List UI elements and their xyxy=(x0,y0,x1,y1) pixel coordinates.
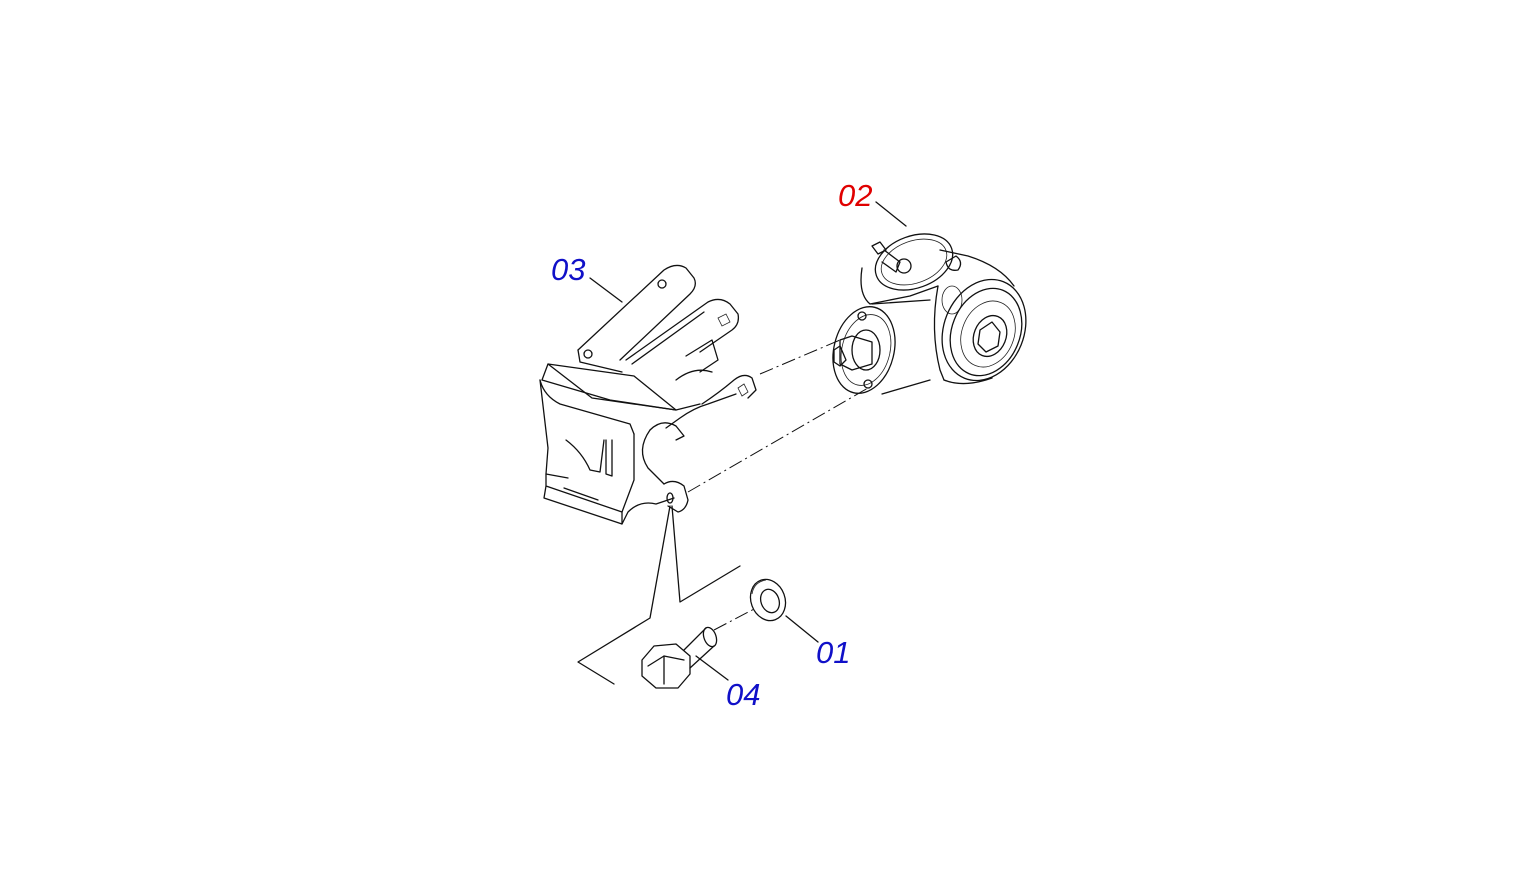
detail-frame xyxy=(577,505,741,685)
part-number-01: 01 xyxy=(816,635,851,670)
hex-bolt-icon xyxy=(641,626,718,689)
assembly-centerlines xyxy=(687,339,869,631)
mounting-bracket-icon xyxy=(539,264,757,525)
washer-icon xyxy=(749,578,787,622)
leader-lines xyxy=(589,201,907,681)
part-number-02: 02 xyxy=(838,178,873,213)
part-number-04: 04 xyxy=(726,677,761,712)
gearbox-housing-icon xyxy=(832,233,1027,395)
part-number-03: 03 xyxy=(551,252,586,287)
